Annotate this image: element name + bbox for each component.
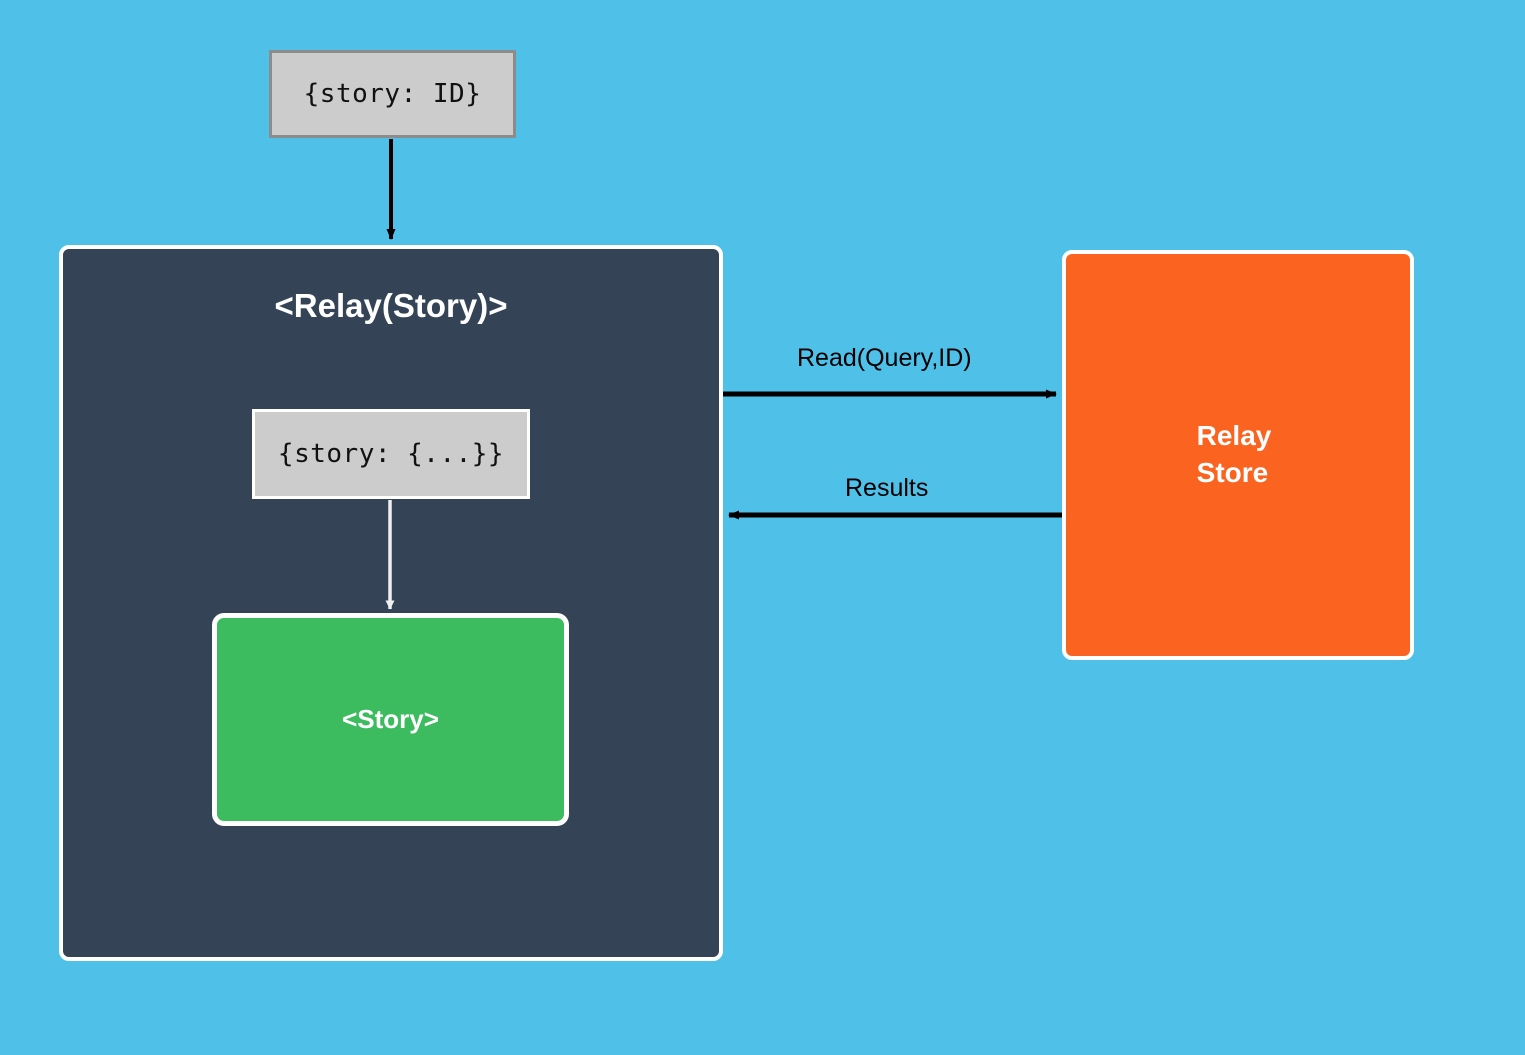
props-box-inner-label: {story: {...}} <box>277 439 505 469</box>
relay-store-label: Relay Store <box>1197 418 1272 492</box>
props-box-top-label: {story: ID} <box>303 79 482 109</box>
relay-store-box[interactable]: Relay Store <box>1062 250 1414 660</box>
relay-story-title: <Relay(Story)> <box>274 287 508 324</box>
story-component-label: <Story> <box>342 704 439 734</box>
props-box-inner[interactable]: {story: {...}} <box>252 409 530 499</box>
edge-label-read-query: Read(Query,ID) <box>797 344 972 372</box>
edge-label-results: Results <box>845 474 929 502</box>
props-box-top[interactable]: {story: ID} <box>269 50 516 138</box>
relay-story-container[interactable]: <Relay(Story)> <box>59 245 723 961</box>
relay-store-label-line-2: Store <box>1196 457 1269 488</box>
relay-store-label-line-1: Relay <box>1196 420 1272 452</box>
story-component-box[interactable]: <Story> <box>212 613 569 826</box>
